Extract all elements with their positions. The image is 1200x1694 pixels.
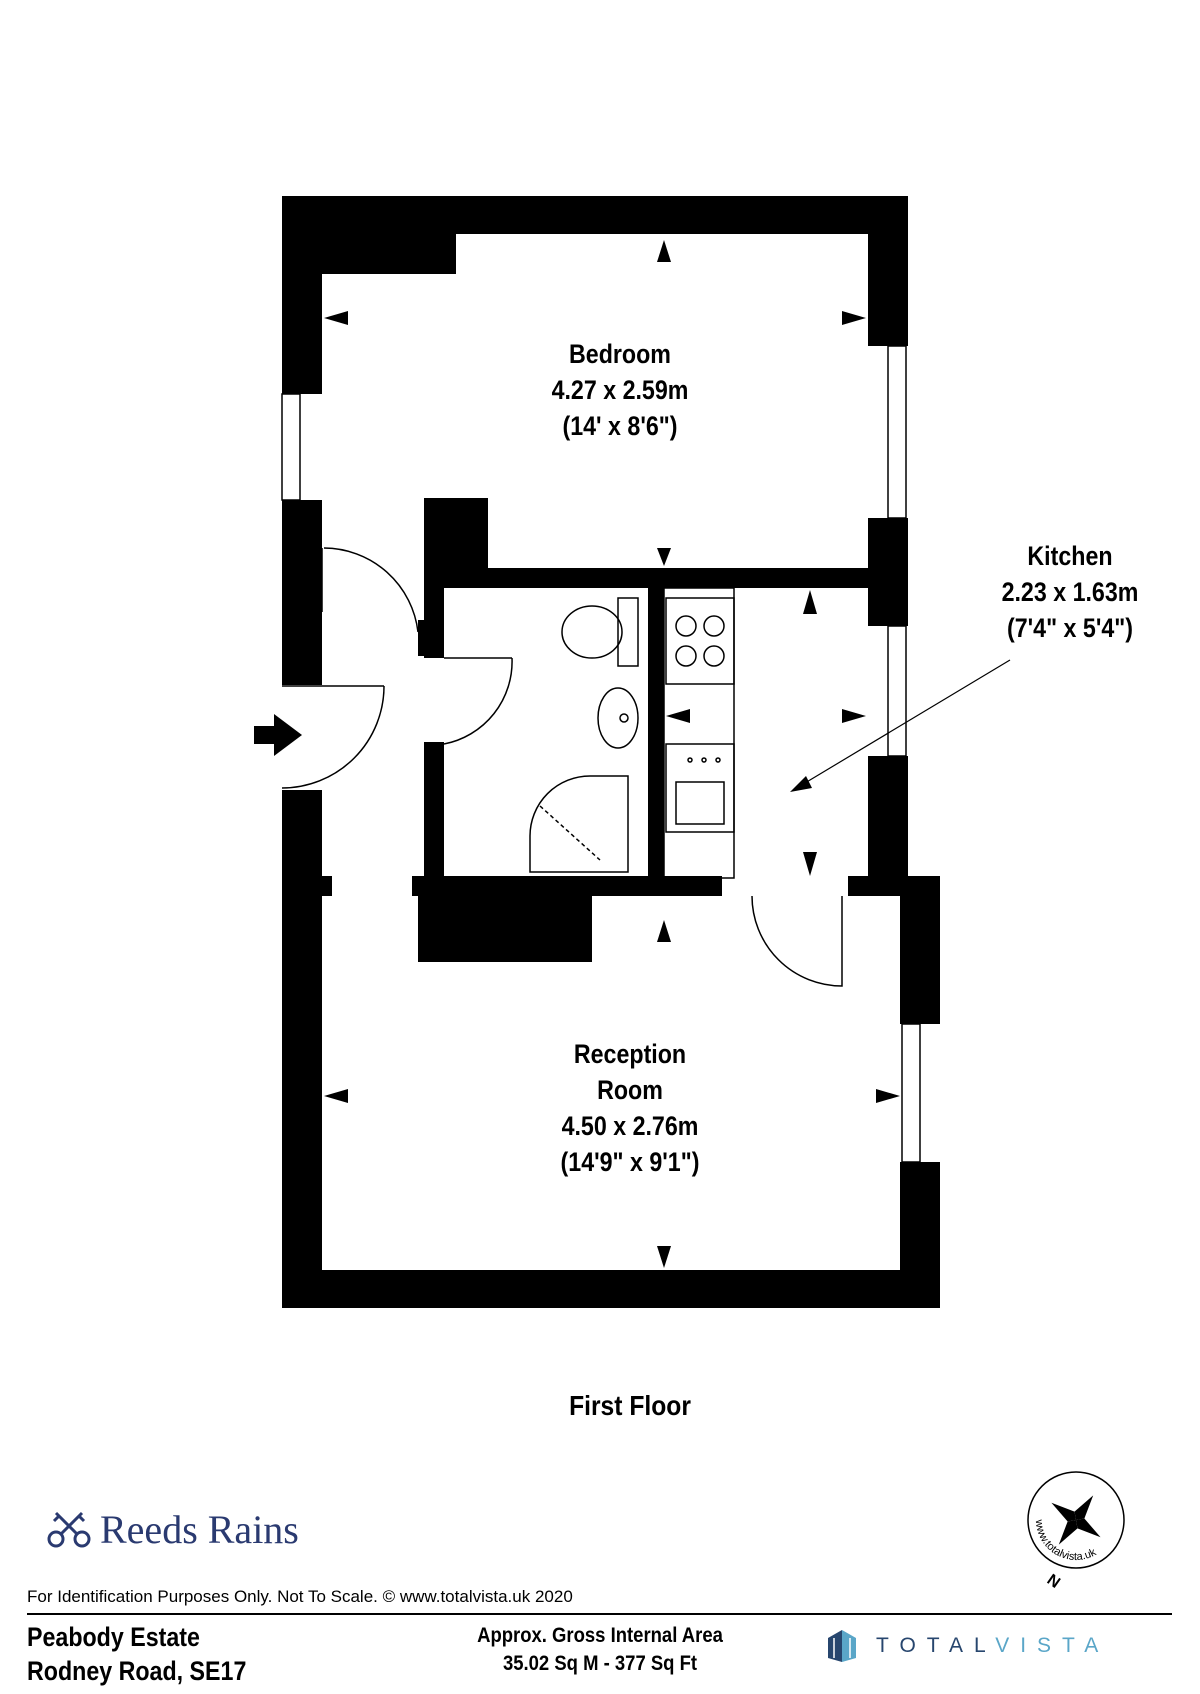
footer-divider [27, 1613, 1172, 1615]
totalvista-logo: TOTALVISTA [822, 1628, 1109, 1664]
reception-imperial: (14'9" x 9'1") [560, 1147, 700, 1177]
reception-metric: 4.50 x 2.76m [561, 1111, 699, 1141]
kitchen-worktop [663, 587, 735, 879]
kitchen-door-swing [751, 895, 843, 987]
compass-icon: www.totalvista.uk N [1027, 1471, 1125, 1592]
totalvista-part2: VISTA [995, 1634, 1110, 1657]
dimension-markers [324, 240, 900, 1268]
area-line1: Approx. Gross Internal Area [477, 1624, 723, 1647]
disclaimer: For Identification Purposes Only. Not To… [27, 1587, 573, 1606]
reception-marker-top [657, 920, 671, 942]
bedroom-metric: 4.27 x 2.59m [551, 375, 689, 405]
entrance-arrow [254, 714, 302, 756]
sink-icon [665, 743, 735, 833]
kitchen-metric: 2.23 x 1.63m [1001, 577, 1139, 607]
keys-icon [47, 1511, 91, 1548]
bedroom-marker-left [324, 311, 348, 325]
entrance-door-swing [281, 685, 385, 789]
address-line2: Rodney Road, SE17 [27, 1656, 247, 1686]
reception-marker-left [324, 1089, 348, 1103]
area-line2: 35.02 Sq M - 377 Sq Ft [502, 1652, 698, 1675]
toilet-icon [561, 597, 639, 667]
compass-north: N [1044, 1571, 1063, 1592]
address-line1: Peabody Estate [27, 1622, 200, 1652]
brand-logo: Reeds Rains [46, 1504, 299, 1554]
kitchen-imperial: (7'4" x 5'4") [1006, 613, 1133, 643]
fixtures [529, 587, 735, 879]
kitchen-marker-right [842, 709, 866, 723]
bedroom-label: Bedroom 4.27 x 2.59m (14' x 8'6") [534, 336, 706, 444]
bedroom-name: Bedroom [569, 339, 671, 369]
kitchen-marker-left [666, 709, 690, 723]
property-address: Peabody Estate Rodney Road, SE17 [27, 1620, 246, 1688]
bedroom-right-window [887, 345, 907, 519]
gross-area: Approx. Gross Internal Area 35.02 Sq M -… [442, 1622, 759, 1678]
totalvista-name: TOTALVISTA [876, 1634, 1109, 1658]
doors [281, 547, 843, 987]
kitchen-leader-line [790, 659, 1011, 792]
floor-label: First Floor [569, 1390, 691, 1421]
reception-marker-bottom [657, 1246, 671, 1268]
brand-name: Reeds Rains [100, 1506, 299, 1552]
hob-icon [665, 597, 735, 685]
basin-icon [597, 687, 639, 749]
walls [282, 196, 940, 1308]
bathroom-door-swing [443, 657, 513, 745]
kitchen-window [887, 625, 907, 757]
kitchen-marker-bottom [803, 852, 817, 876]
bedroom-marker-bottom [657, 548, 671, 566]
building-icon [828, 1630, 856, 1662]
reception-name-line1: Reception [573, 1039, 687, 1069]
bedroom-marker-top [657, 240, 671, 262]
shower-tray-icon [529, 775, 629, 873]
kitchen-label: Kitchen 2.23 x 1.63m (7'4" x 5'4") [975, 538, 1164, 646]
totalvista-part1: TOTAL [876, 1634, 996, 1657]
bedroom-left-window [281, 393, 301, 501]
reception-window [901, 1023, 921, 1163]
bedroom-imperial: (14' x 8'6") [562, 411, 678, 441]
reception-label: Reception Room 4.50 x 2.76m (14'9" x 9'1… [535, 1036, 724, 1180]
windows [281, 345, 921, 1163]
reception-marker-right [876, 1089, 900, 1103]
bedroom-marker-right [842, 311, 866, 325]
kitchen-name: Kitchen [1027, 541, 1113, 571]
reception-name-line2: Room [597, 1075, 663, 1105]
bedroom-door-swing [321, 547, 419, 633]
kitchen-marker-top [803, 590, 817, 614]
